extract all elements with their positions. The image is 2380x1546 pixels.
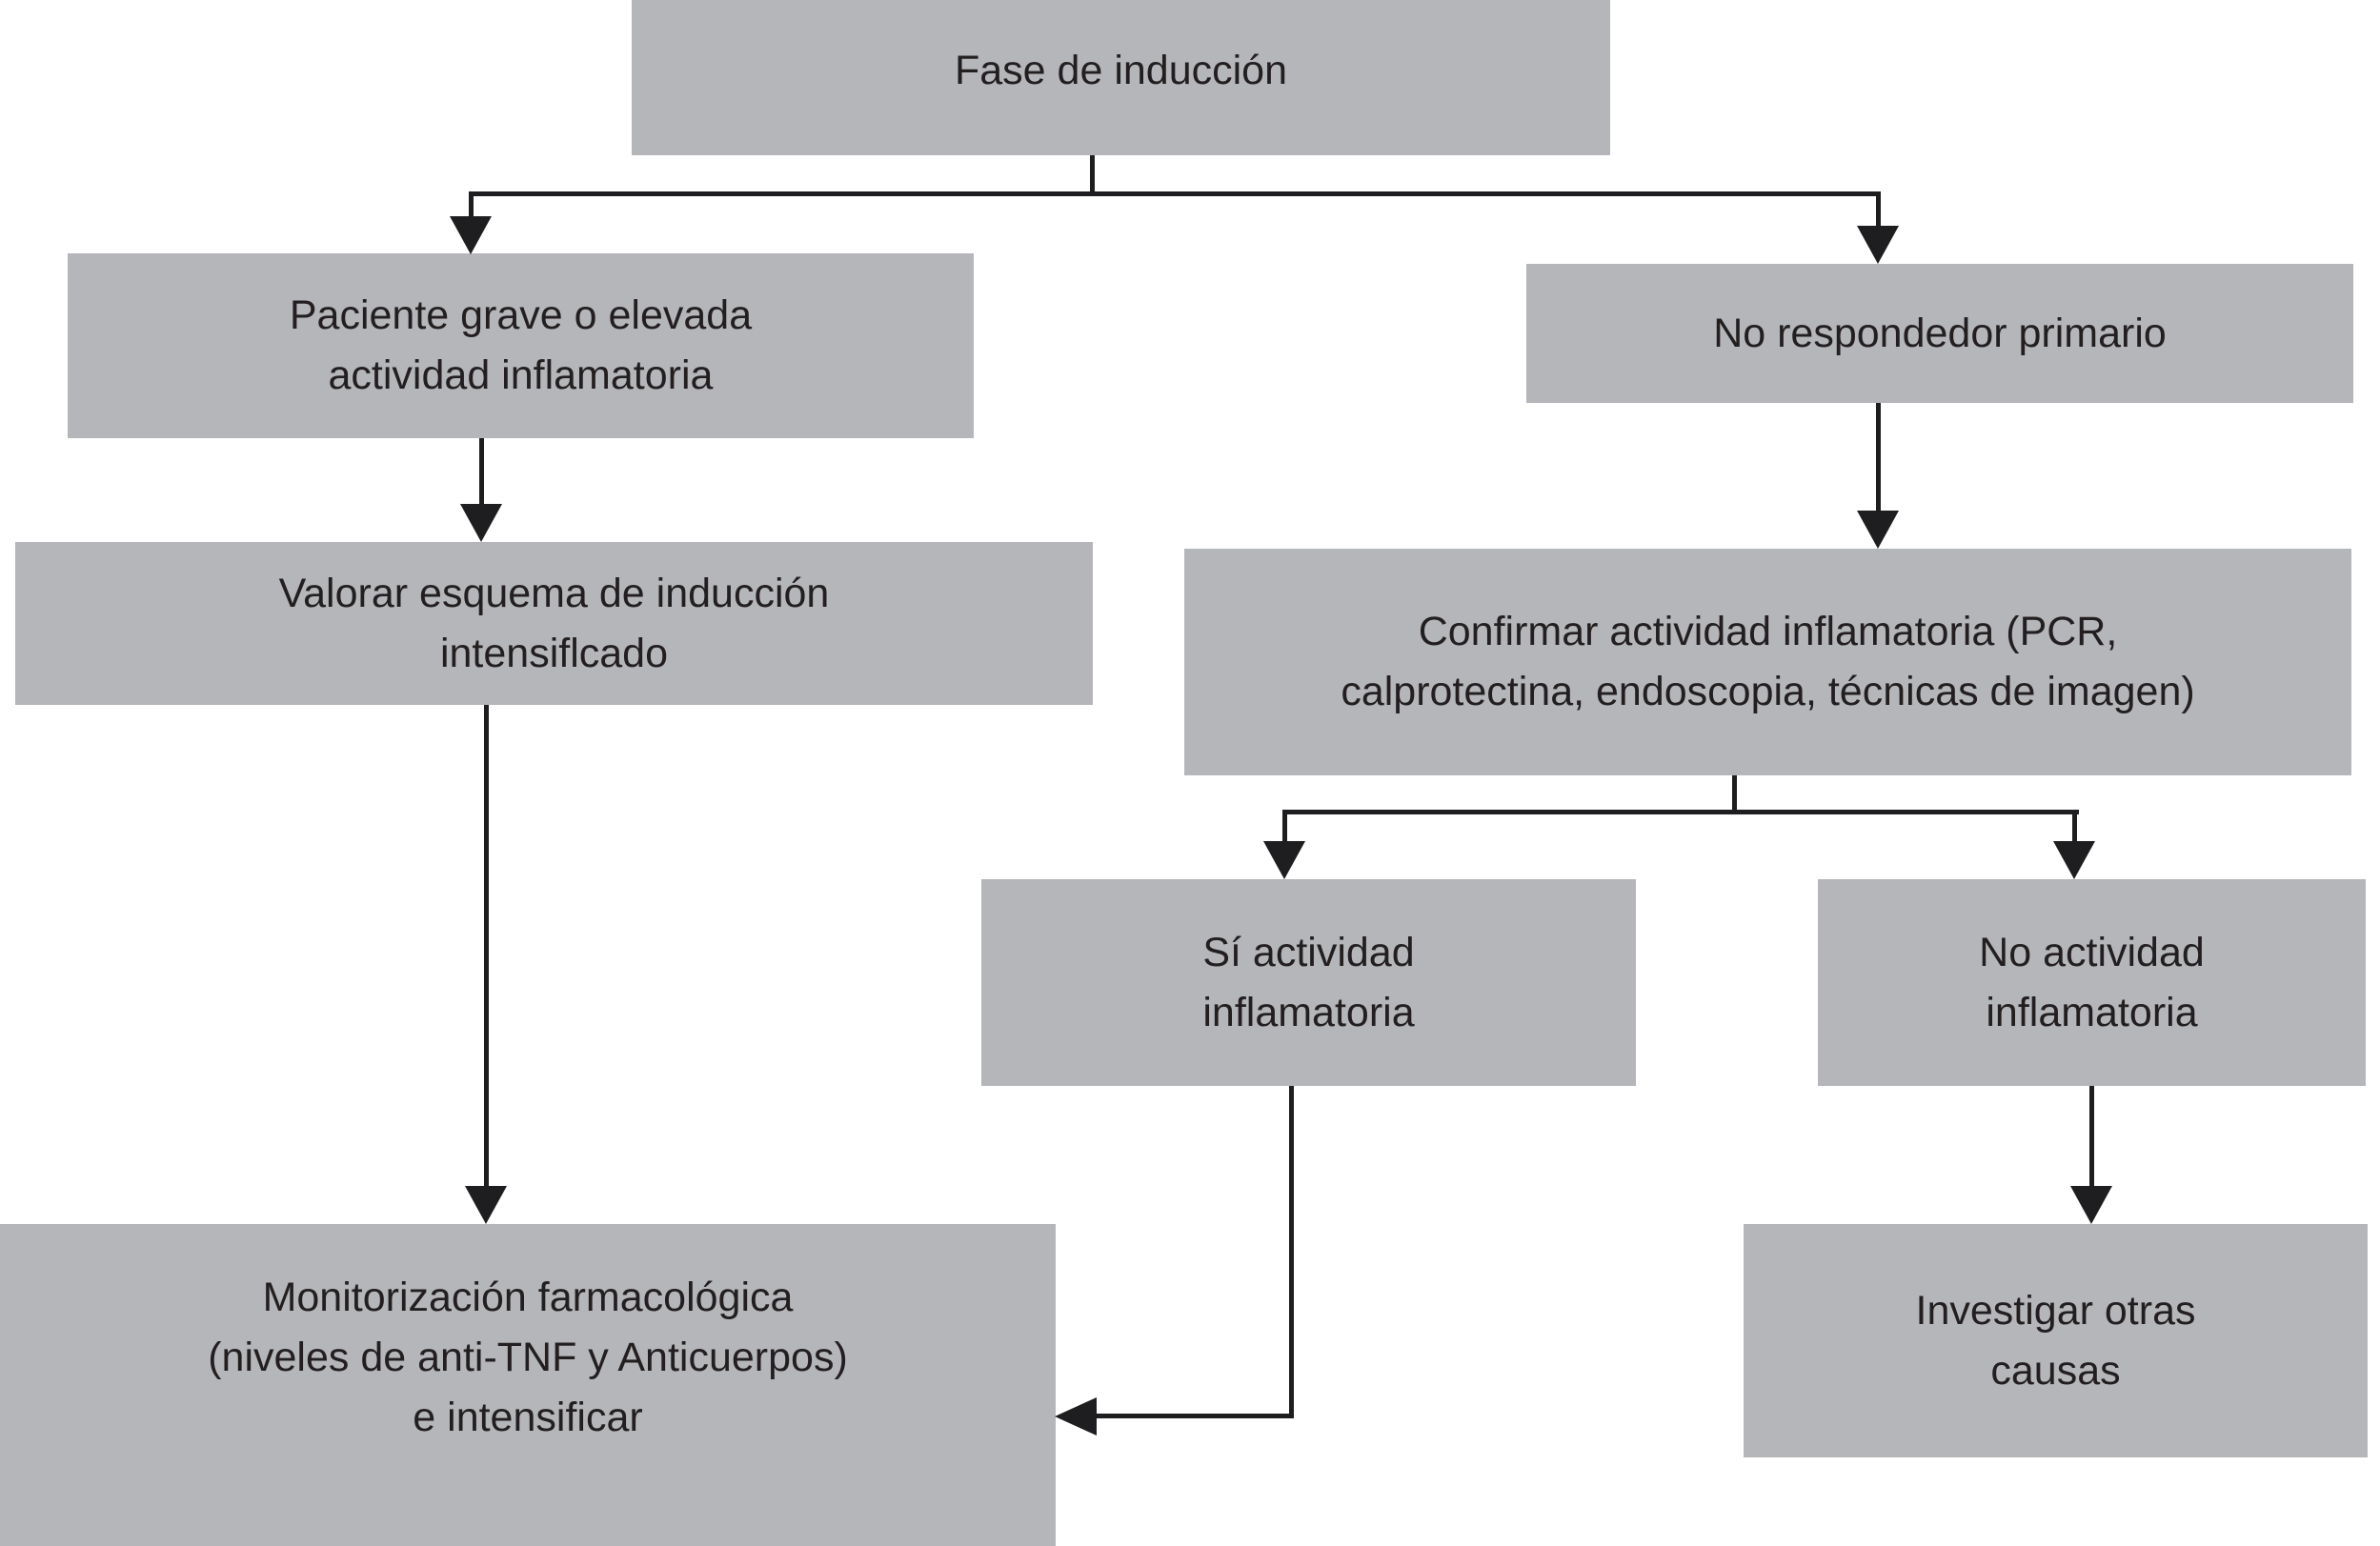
edge-fase-to-paciente-drop bbox=[469, 191, 474, 220]
node-confirmar-actividad-label: Confirmar actividad inflamatoria (PCR, c… bbox=[1341, 609, 2195, 714]
arrowhead-down-no-icon bbox=[2053, 841, 2095, 879]
edge-si-to-monitorizacion-vertical bbox=[1289, 1086, 1294, 1418]
node-fase-de-induccion-label: Fase de inducción bbox=[955, 48, 1287, 93]
edge-confirmar-to-si-drop bbox=[1282, 810, 1287, 845]
arrowhead-down-monitorizacion-icon bbox=[465, 1186, 507, 1224]
node-no-actividad-label: No actividad inflamatoria bbox=[1979, 929, 2205, 1035]
edge-fase-to-norespondedor-drop bbox=[1876, 191, 1881, 230]
arrowhead-down-valorar-icon bbox=[460, 504, 502, 542]
edge-confirmar-split-horizontal bbox=[1282, 810, 2079, 814]
arrowhead-down-investigar-icon bbox=[2070, 1186, 2112, 1224]
node-valorar-esquema: Valorar esquema de inducción intensiflca… bbox=[15, 542, 1093, 705]
node-paciente-grave-label: Paciente grave o elevada actividad infla… bbox=[289, 292, 753, 398]
node-paciente-grave: Paciente grave o elevada actividad infla… bbox=[68, 253, 974, 438]
node-no-actividad: No actividad inflamatoria bbox=[1818, 879, 2366, 1086]
arrowhead-down-paciente-icon bbox=[450, 216, 492, 254]
edge-confirmar-stem bbox=[1732, 775, 1737, 814]
edge-confirmar-to-no-drop bbox=[2072, 810, 2077, 845]
edge-norespondedor-to-confirmar bbox=[1876, 403, 1881, 511]
node-confirmar-actividad: Confirmar actividad inflamatoria (PCR, c… bbox=[1184, 549, 2351, 775]
node-fase-de-induccion: Fase de inducción bbox=[632, 0, 1610, 155]
node-investigar-label: Investigar otras causas bbox=[1915, 1287, 2196, 1394]
node-si-actividad-label: Sí actividad inflamatoria bbox=[1202, 929, 1415, 1035]
arrowhead-down-si-icon bbox=[1263, 841, 1305, 879]
arrowhead-down-confirmar-icon bbox=[1857, 511, 1899, 549]
node-monitorizacion: Monitorización farmacológica (niveles de… bbox=[0, 1224, 1056, 1546]
node-no-respondedor-label: No respondedor primario bbox=[1713, 310, 2167, 356]
node-valorar-esquema-label: Valorar esquema de inducción intensiflca… bbox=[278, 570, 830, 676]
node-investigar: Investigar otras causas bbox=[1744, 1224, 2368, 1457]
node-no-respondedor: No respondedor primario bbox=[1526, 264, 2353, 403]
edge-si-to-monitorizacion-horizontal bbox=[1095, 1414, 1294, 1418]
edge-fase-stem bbox=[1090, 155, 1095, 196]
arrowhead-left-monitorizacion-icon bbox=[1055, 1397, 1097, 1436]
edge-paciente-to-valorar bbox=[479, 438, 484, 504]
edge-valorar-to-monitorizacion bbox=[484, 705, 489, 1186]
node-si-actividad: Sí actividad inflamatoria bbox=[981, 879, 1636, 1086]
edge-no-to-investigar bbox=[2089, 1086, 2094, 1186]
edge-fase-split-horizontal bbox=[469, 191, 1881, 196]
arrowhead-down-norespondedor-icon bbox=[1857, 226, 1899, 264]
node-monitorizacion-label: Monitorización farmacológica (niveles de… bbox=[208, 1274, 848, 1440]
